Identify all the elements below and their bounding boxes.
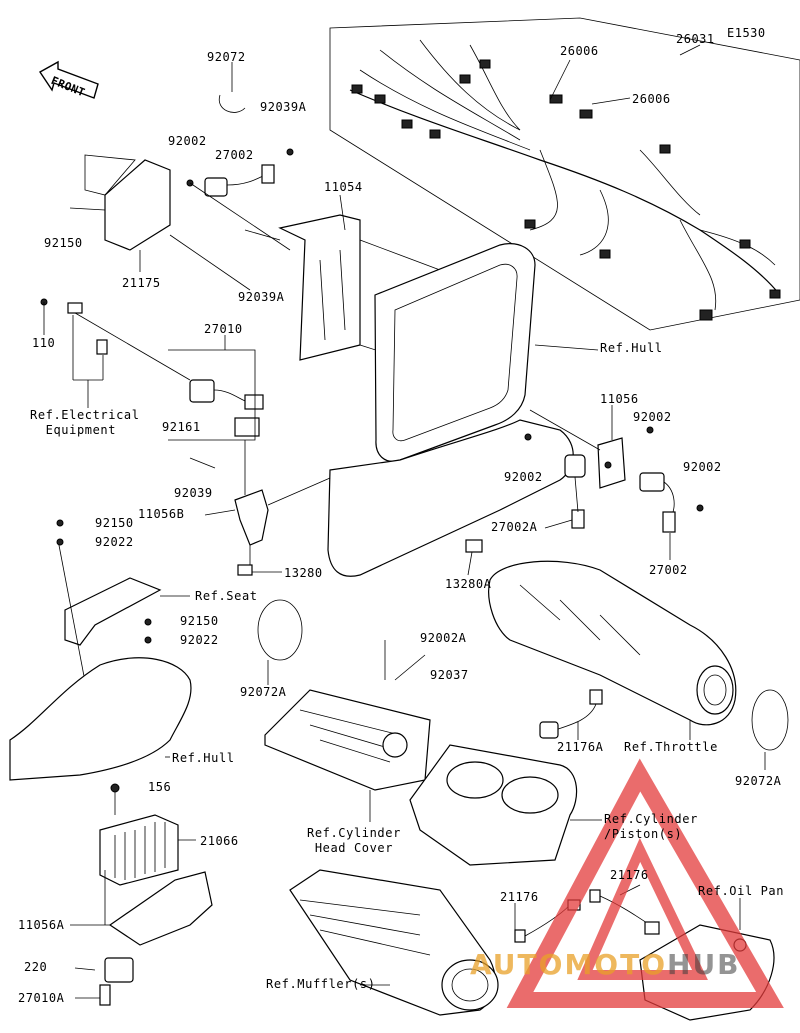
muffler (289, 869, 499, 1016)
part-27002-label-b: 27002 (649, 563, 688, 577)
part-92002-label-c: 92002 (504, 470, 543, 484)
part-11056-label: 11056 (600, 392, 639, 406)
hull-lower (9, 657, 192, 781)
part-92150-label-c: 92150 (180, 614, 219, 628)
part-92150-label-a: 92150 (44, 236, 83, 250)
watermark-part2: HUB (667, 948, 741, 981)
part-220-label: 220 (24, 960, 48, 974)
part-27002A-label: 27002A (491, 520, 538, 534)
sensors-27002-right (524, 426, 704, 560)
cylinder-head-cover (264, 640, 431, 822)
part-92002A-label: 92002A (420, 631, 467, 645)
bracket-11056A (70, 870, 213, 946)
part-21176A-label: 21176A (557, 740, 604, 754)
front-arrow-icon (38, 60, 99, 99)
part-92039A-label-a: 92039A (260, 100, 307, 114)
part-21176-label-b: 21176 (610, 868, 649, 882)
part-92072A-label-b: 92072A (735, 774, 782, 788)
relay-27010 (168, 335, 264, 441)
part-92039-label: 92039 (174, 486, 213, 500)
part-92037-label: 92037 (430, 668, 469, 682)
watermark-part1: AUTOMOTO (470, 948, 668, 981)
clip-13280 (237, 564, 253, 576)
part-11056B-label: 11056B (138, 507, 185, 521)
cylinder-block (409, 744, 602, 866)
part-92002-label-b: 92002 (633, 410, 672, 424)
part-27002-label-a: 27002 (215, 148, 254, 162)
bracket-11056 (529, 405, 626, 489)
part-21175-label: 21175 (122, 276, 161, 290)
ref-throttle: Ref.Throttle (624, 740, 718, 754)
watermark-text: AUTOMOTOHUB (470, 948, 741, 981)
left-harness-parts (40, 298, 191, 408)
part-92039A-label-b: 92039A (238, 290, 285, 304)
front-direction-badge: FRONT (38, 60, 104, 106)
part-110-label: 110 (32, 336, 56, 350)
ref-seat: Ref.Seat (195, 589, 258, 603)
clamp-92072 (218, 94, 246, 113)
part-26031-label: 26031 (676, 32, 715, 46)
ref-hull-top: Ref.Hull (600, 341, 663, 355)
wiring-harness-group (329, 17, 800, 331)
part-92002-label-a: 92002 (168, 134, 207, 148)
hull-frame (327, 243, 599, 577)
part-13280-label: 13280 (284, 566, 323, 580)
diagram-code: E1530 (727, 26, 766, 40)
clamp-92072A-right (751, 689, 789, 751)
part-92022-label-b: 92022 (180, 633, 219, 647)
sensor-27002-top (186, 148, 294, 251)
part-92150-label-b: 92150 (95, 516, 134, 530)
part-21066-label: 21066 (200, 834, 239, 848)
part-11054-label: 11054 (324, 180, 363, 194)
throttle-body (488, 560, 737, 740)
part-92022-label-a: 92022 (95, 535, 134, 549)
part-92072-label: 92072 (207, 50, 246, 64)
part-92161-label: 92161 (162, 420, 201, 434)
part-26006-label-a: 26006 (560, 44, 599, 58)
ref-electrical-equipment: Ref.Electrical Equipment (30, 408, 140, 437)
ref-cylinder-piston: Ref.Cylinder /Piston(s) (604, 812, 698, 841)
part-21176-label-a: 21176 (500, 890, 539, 904)
part-26006-label-b: 26006 (632, 92, 671, 106)
part-92072A-label-a: 92072A (240, 685, 287, 699)
bracket-11056B (189, 440, 331, 565)
watermark-logo (506, 758, 784, 1008)
sensor-21176A (539, 689, 603, 740)
part-27010A-label: 27010A (18, 991, 65, 1005)
part-13280A-label: 13280A (445, 577, 492, 591)
relay-27010A (74, 957, 134, 1006)
clip-13280A (465, 539, 483, 553)
ecu-21175 (69, 154, 251, 291)
clamp-92072A-left (257, 599, 303, 661)
ref-cylinder-head-cover: Ref.Cylinder Head Cover (307, 826, 401, 855)
part-27010-label: 27010 (204, 322, 243, 336)
part-92002-label-d: 92002 (683, 460, 722, 474)
seat-bracket (56, 519, 190, 761)
ref-hull-bottom: Ref.Hull (172, 751, 235, 765)
ref-oil-pan: Ref.Oil Pan (698, 884, 785, 898)
part-11056A-label: 11056A (18, 918, 65, 932)
part-156-label: 156 (148, 780, 172, 794)
regulator-21066 (99, 783, 196, 886)
ref-mufflers: Ref.Muffler(s) (266, 977, 376, 991)
